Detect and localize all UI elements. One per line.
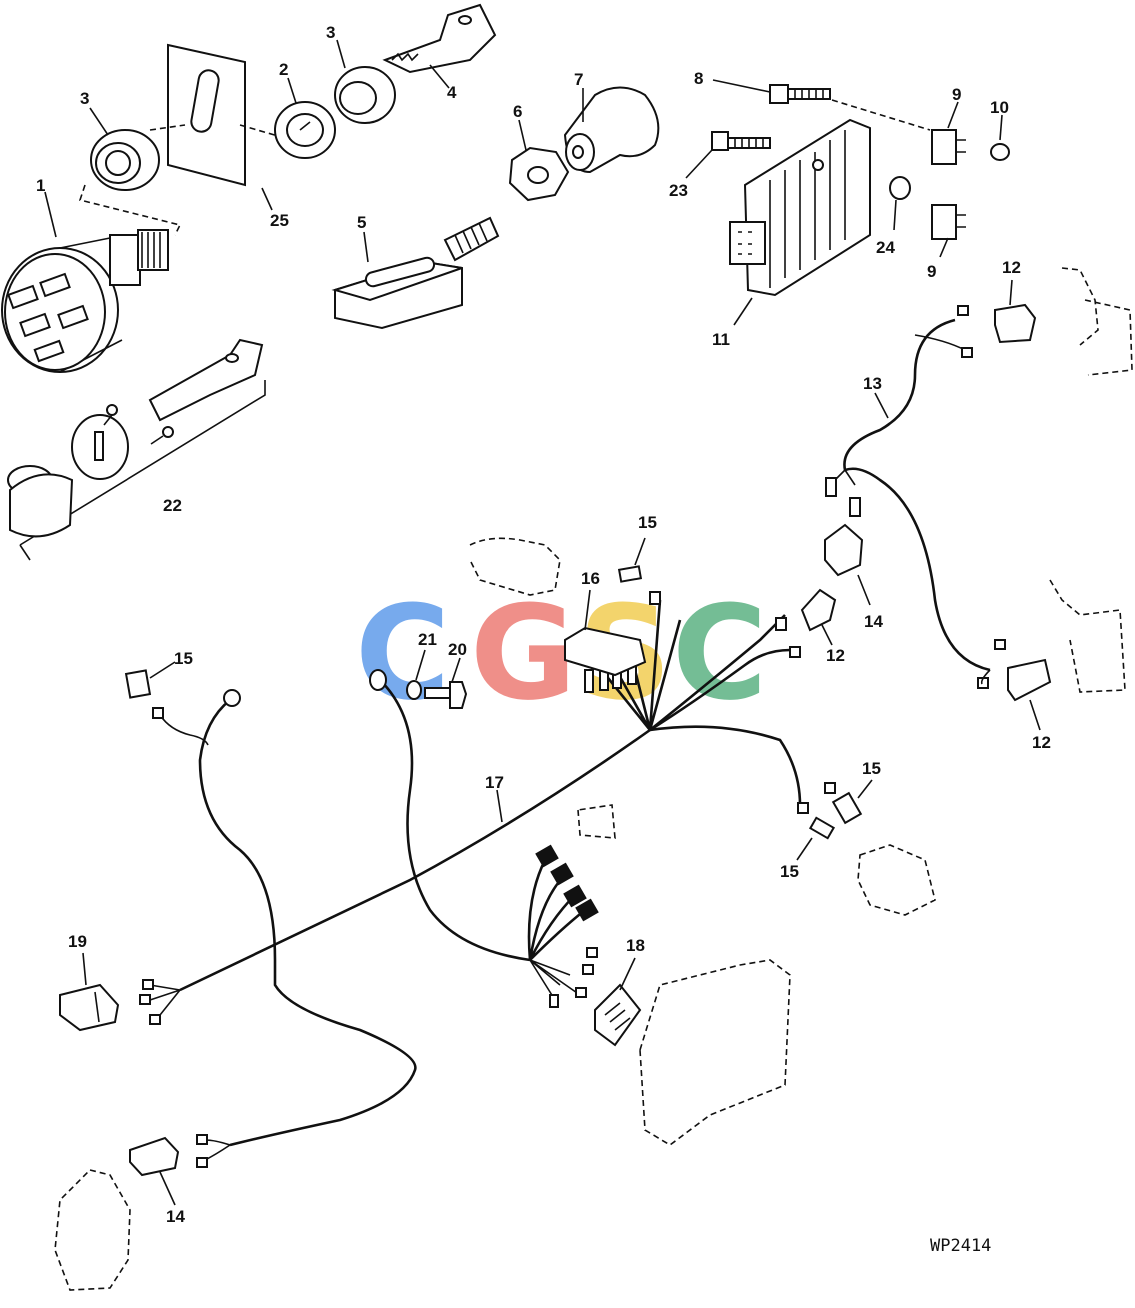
bolt-part-20: [424, 681, 468, 709]
connector-14a: [824, 523, 864, 577]
callout-18: 18: [626, 936, 645, 955]
callout-10: 10: [990, 98, 1009, 117]
callout-9-bottom: 9: [927, 262, 936, 281]
connector-12a: [994, 303, 1037, 344]
figure-id: WP2414: [930, 1236, 991, 1256]
callout-15-left: 15: [174, 649, 193, 668]
callout-25: 25: [270, 211, 289, 230]
main-harness: [149, 599, 802, 1161]
switch-block-part: [331, 216, 500, 330]
connector-14b: [129, 1136, 180, 1177]
callout-21: 21: [418, 630, 437, 649]
connector-15c: [831, 791, 863, 825]
callout-16: 16: [581, 569, 600, 588]
callout-3-left: 3: [80, 89, 89, 108]
ghost-components: [54, 267, 1133, 1291]
callout-22: 22: [163, 496, 182, 515]
callout-14-bottom: 14: [166, 1207, 185, 1226]
hex-nut-part: [508, 146, 570, 202]
callout-12-bottom: 12: [1032, 733, 1051, 752]
callout-4: 4: [447, 83, 457, 102]
connector-15a: [617, 565, 643, 583]
callout-19: 19: [68, 932, 87, 951]
washer-part: [274, 101, 336, 159]
callout-11: 11: [712, 330, 730, 349]
callout-24: 24: [876, 238, 895, 257]
connector-12c: [800, 588, 837, 632]
callout-13: 13: [863, 374, 882, 393]
ignition-switch-part: [1, 229, 169, 373]
callout-15-right-lower: 15: [780, 862, 799, 881]
terminal-part: [931, 129, 966, 165]
connector-12b: [1007, 658, 1052, 702]
key-part: [382, 3, 497, 74]
callout-7: 7: [574, 70, 583, 89]
nut-part-2: [990, 143, 1010, 161]
leader-lines: [44, 39, 1041, 1206]
callout-15-right-upper: 15: [862, 759, 881, 778]
key-set-part: [7, 338, 266, 561]
callout-23: 23: [669, 181, 688, 200]
voltage-regulator-part: [729, 118, 871, 297]
callout-12-top: 12: [1002, 258, 1021, 277]
watermark-letter-g: G: [470, 577, 577, 729]
connector-18: [594, 983, 642, 1047]
watermark: C G S C: [355, 577, 767, 729]
callout-17: 17: [485, 773, 504, 792]
callout-1: 1: [36, 176, 45, 195]
callout-20: 20: [448, 640, 467, 659]
watermark-letter-c1: C: [355, 577, 450, 729]
connector-15b: [124, 669, 152, 699]
callout-14-top: 14: [864, 612, 883, 631]
bolt-part-2: [711, 131, 771, 151]
nut-part: [889, 176, 911, 200]
callout-8: 8: [694, 69, 703, 88]
terminals: [139, 591, 836, 1168]
mounting-plate-part: [167, 43, 246, 187]
connector-19: [59, 983, 120, 1032]
bolt-part: [769, 84, 831, 104]
callout-9-top: 9: [952, 85, 961, 104]
terminal-part-2: [931, 204, 966, 240]
harness-13: [843, 318, 991, 672]
callout-15-top: 15: [638, 513, 657, 532]
connector-15d: [808, 816, 836, 840]
washer-part-21: [406, 680, 422, 700]
callout-6: 6: [513, 102, 522, 121]
knob-part: [563, 86, 660, 174]
lock-nut-part: [90, 129, 160, 191]
lock-nut-part-2: [334, 66, 396, 124]
callout-5: 5: [357, 213, 366, 232]
callout-12-mid: 12: [826, 646, 845, 665]
callout-3-right: 3: [326, 23, 335, 42]
callout-2: 2: [279, 60, 288, 79]
callout-labels: 1 2 3 3 4 5 6 7 8 9 9 10 11 12 12 12 13 …: [36, 23, 1051, 1226]
